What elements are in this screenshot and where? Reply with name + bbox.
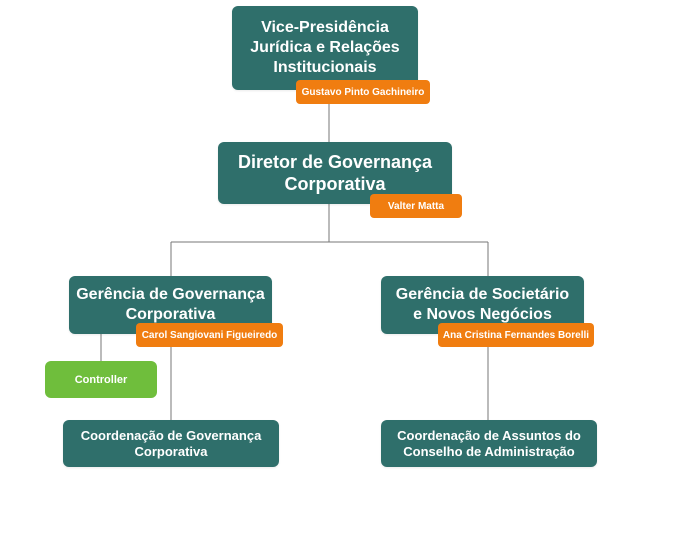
gerencia-societario-person-tag: Ana Cristina Fernandes Borelli: [438, 323, 594, 347]
vice-presidencia-person: Gustavo Pinto Gachineiro: [301, 86, 425, 98]
gerencia-governanca-title: Gerência de Governança Corporativa: [76, 286, 265, 323]
diretor-node: Diretor de Governança Corporativa: [218, 142, 452, 204]
vice-presidencia-node: Vice-Presidência Jurídica e Relações Ins…: [232, 6, 418, 90]
vice-presidencia-person-tag: Gustavo Pinto Gachineiro: [296, 80, 430, 104]
diretor-person-tag: Valter Matta: [370, 194, 462, 218]
gerencia-governanca-person-tag: Carol Sangiovani Figueiredo: [136, 323, 283, 347]
gerencia-governanca-person: Carol Sangiovani Figueiredo: [141, 329, 278, 341]
controller-node: Controller: [45, 361, 157, 398]
diretor-person: Valter Matta: [387, 200, 445, 212]
coordenacao-governanca-title: Coordenação de Governança Corporativa: [80, 427, 262, 459]
gerencia-societario-person: Ana Cristina Fernandes Borelli: [442, 329, 590, 341]
coordenacao-conselho-title: Coordenação de Assuntos do Conselho de A…: [397, 427, 581, 459]
vice-presidencia-title: Vice-Presidência Jurídica e Relações Ins…: [250, 19, 400, 76]
gerencia-societario-title: Gerência de Societário e Novos Negócios: [395, 286, 570, 323]
diretor-title: Diretor de Governança Corporativa: [237, 152, 433, 194]
controller-title: Controller: [74, 373, 128, 386]
coordenacao-conselho-node: Coordenação de Assuntos do Conselho de A…: [381, 420, 597, 467]
coordenacao-governanca-node: Coordenação de Governança Corporativa: [63, 420, 279, 467]
